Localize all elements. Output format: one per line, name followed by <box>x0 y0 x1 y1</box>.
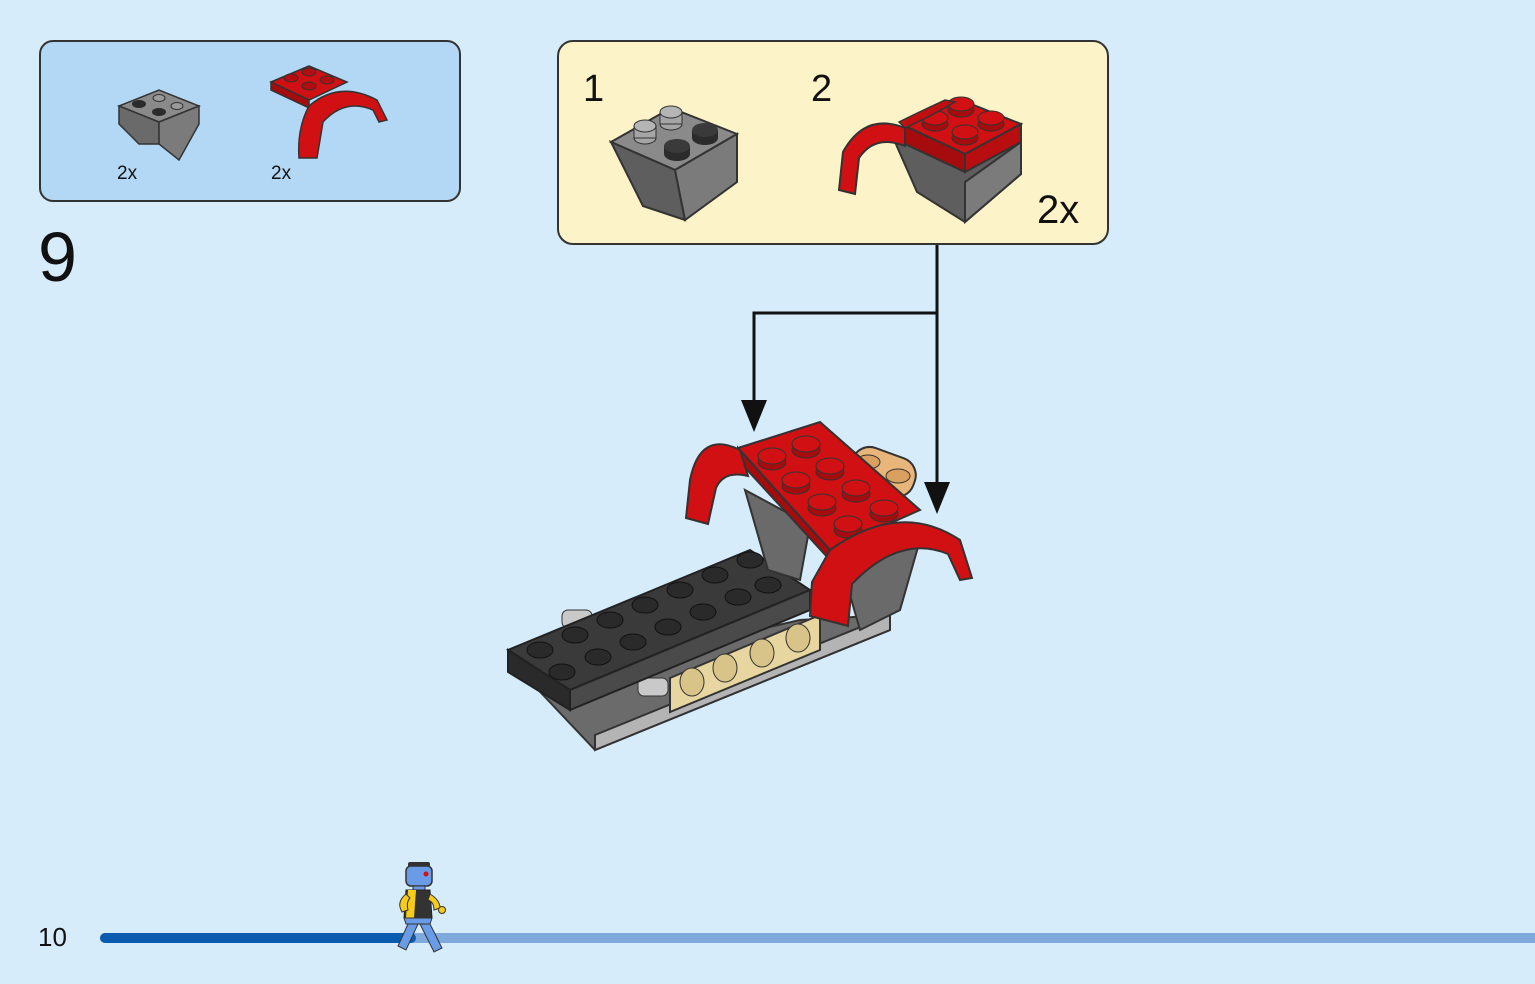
placement-arrow-left <box>752 245 939 405</box>
vehicle-chassis-build-icon <box>505 420 974 752</box>
progress-bar-fill <box>100 933 416 943</box>
parts-list-box: 2x 2x <box>39 40 461 202</box>
step-number: 9 <box>38 218 77 296</box>
page-number: 10 <box>38 922 67 952</box>
red-mudguard-plate-icon <box>269 65 389 159</box>
parts-item-1-quantity: 2x <box>117 163 138 184</box>
sub-step-2-number: 2 <box>811 68 833 110</box>
red-mudguard-on-slope-icon <box>837 96 1024 225</box>
sub-assembly-box: 1 2 2x <box>557 40 1109 245</box>
sub-step-1-number: 1 <box>583 68 605 110</box>
gray-inverted-slope-brick-icon <box>608 105 740 222</box>
parts-item-2-quantity: 2x <box>271 163 292 184</box>
minifigure-runner-icon <box>397 862 446 953</box>
sub-assembly-quantity: 2x <box>1037 188 1080 232</box>
progress-bar <box>100 933 1535 943</box>
gray-inverted-slope-brick-icon <box>116 89 202 162</box>
